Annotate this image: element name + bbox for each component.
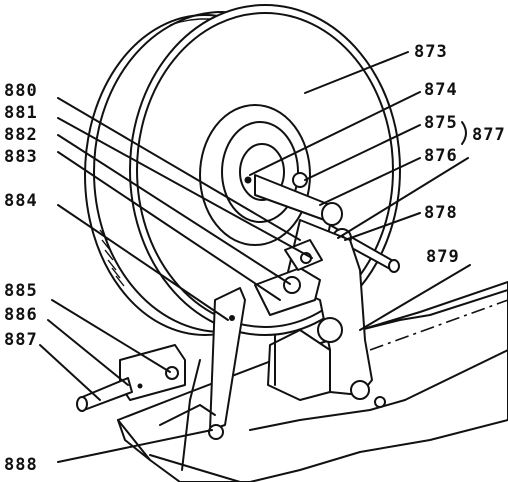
part-labels: 873 874 875 876 877 878 879 880 881 882 … (4, 42, 506, 475)
clamp-linkage (159, 239, 323, 471)
label-886: 886 (4, 305, 38, 325)
label-883: 883 (4, 147, 38, 167)
label-873: 873 (414, 42, 448, 62)
label-876: 876 (424, 146, 458, 166)
label-885: 885 (4, 281, 38, 301)
label-878: 878 (424, 203, 458, 223)
label-877: 877 (472, 125, 506, 145)
label-884: 884 (4, 191, 38, 211)
leader-lines (39, 51, 471, 463)
label-879: 879 (426, 247, 460, 267)
label-882: 882 (4, 125, 38, 145)
label-888: 888 (4, 455, 38, 475)
locating-pin-assembly (76, 344, 186, 412)
label-881: 881 (4, 103, 38, 123)
label-880: 880 (4, 81, 38, 101)
label-874: 874 (424, 80, 458, 100)
label-875: 875 (424, 113, 458, 133)
label-887: 887 (4, 330, 38, 350)
